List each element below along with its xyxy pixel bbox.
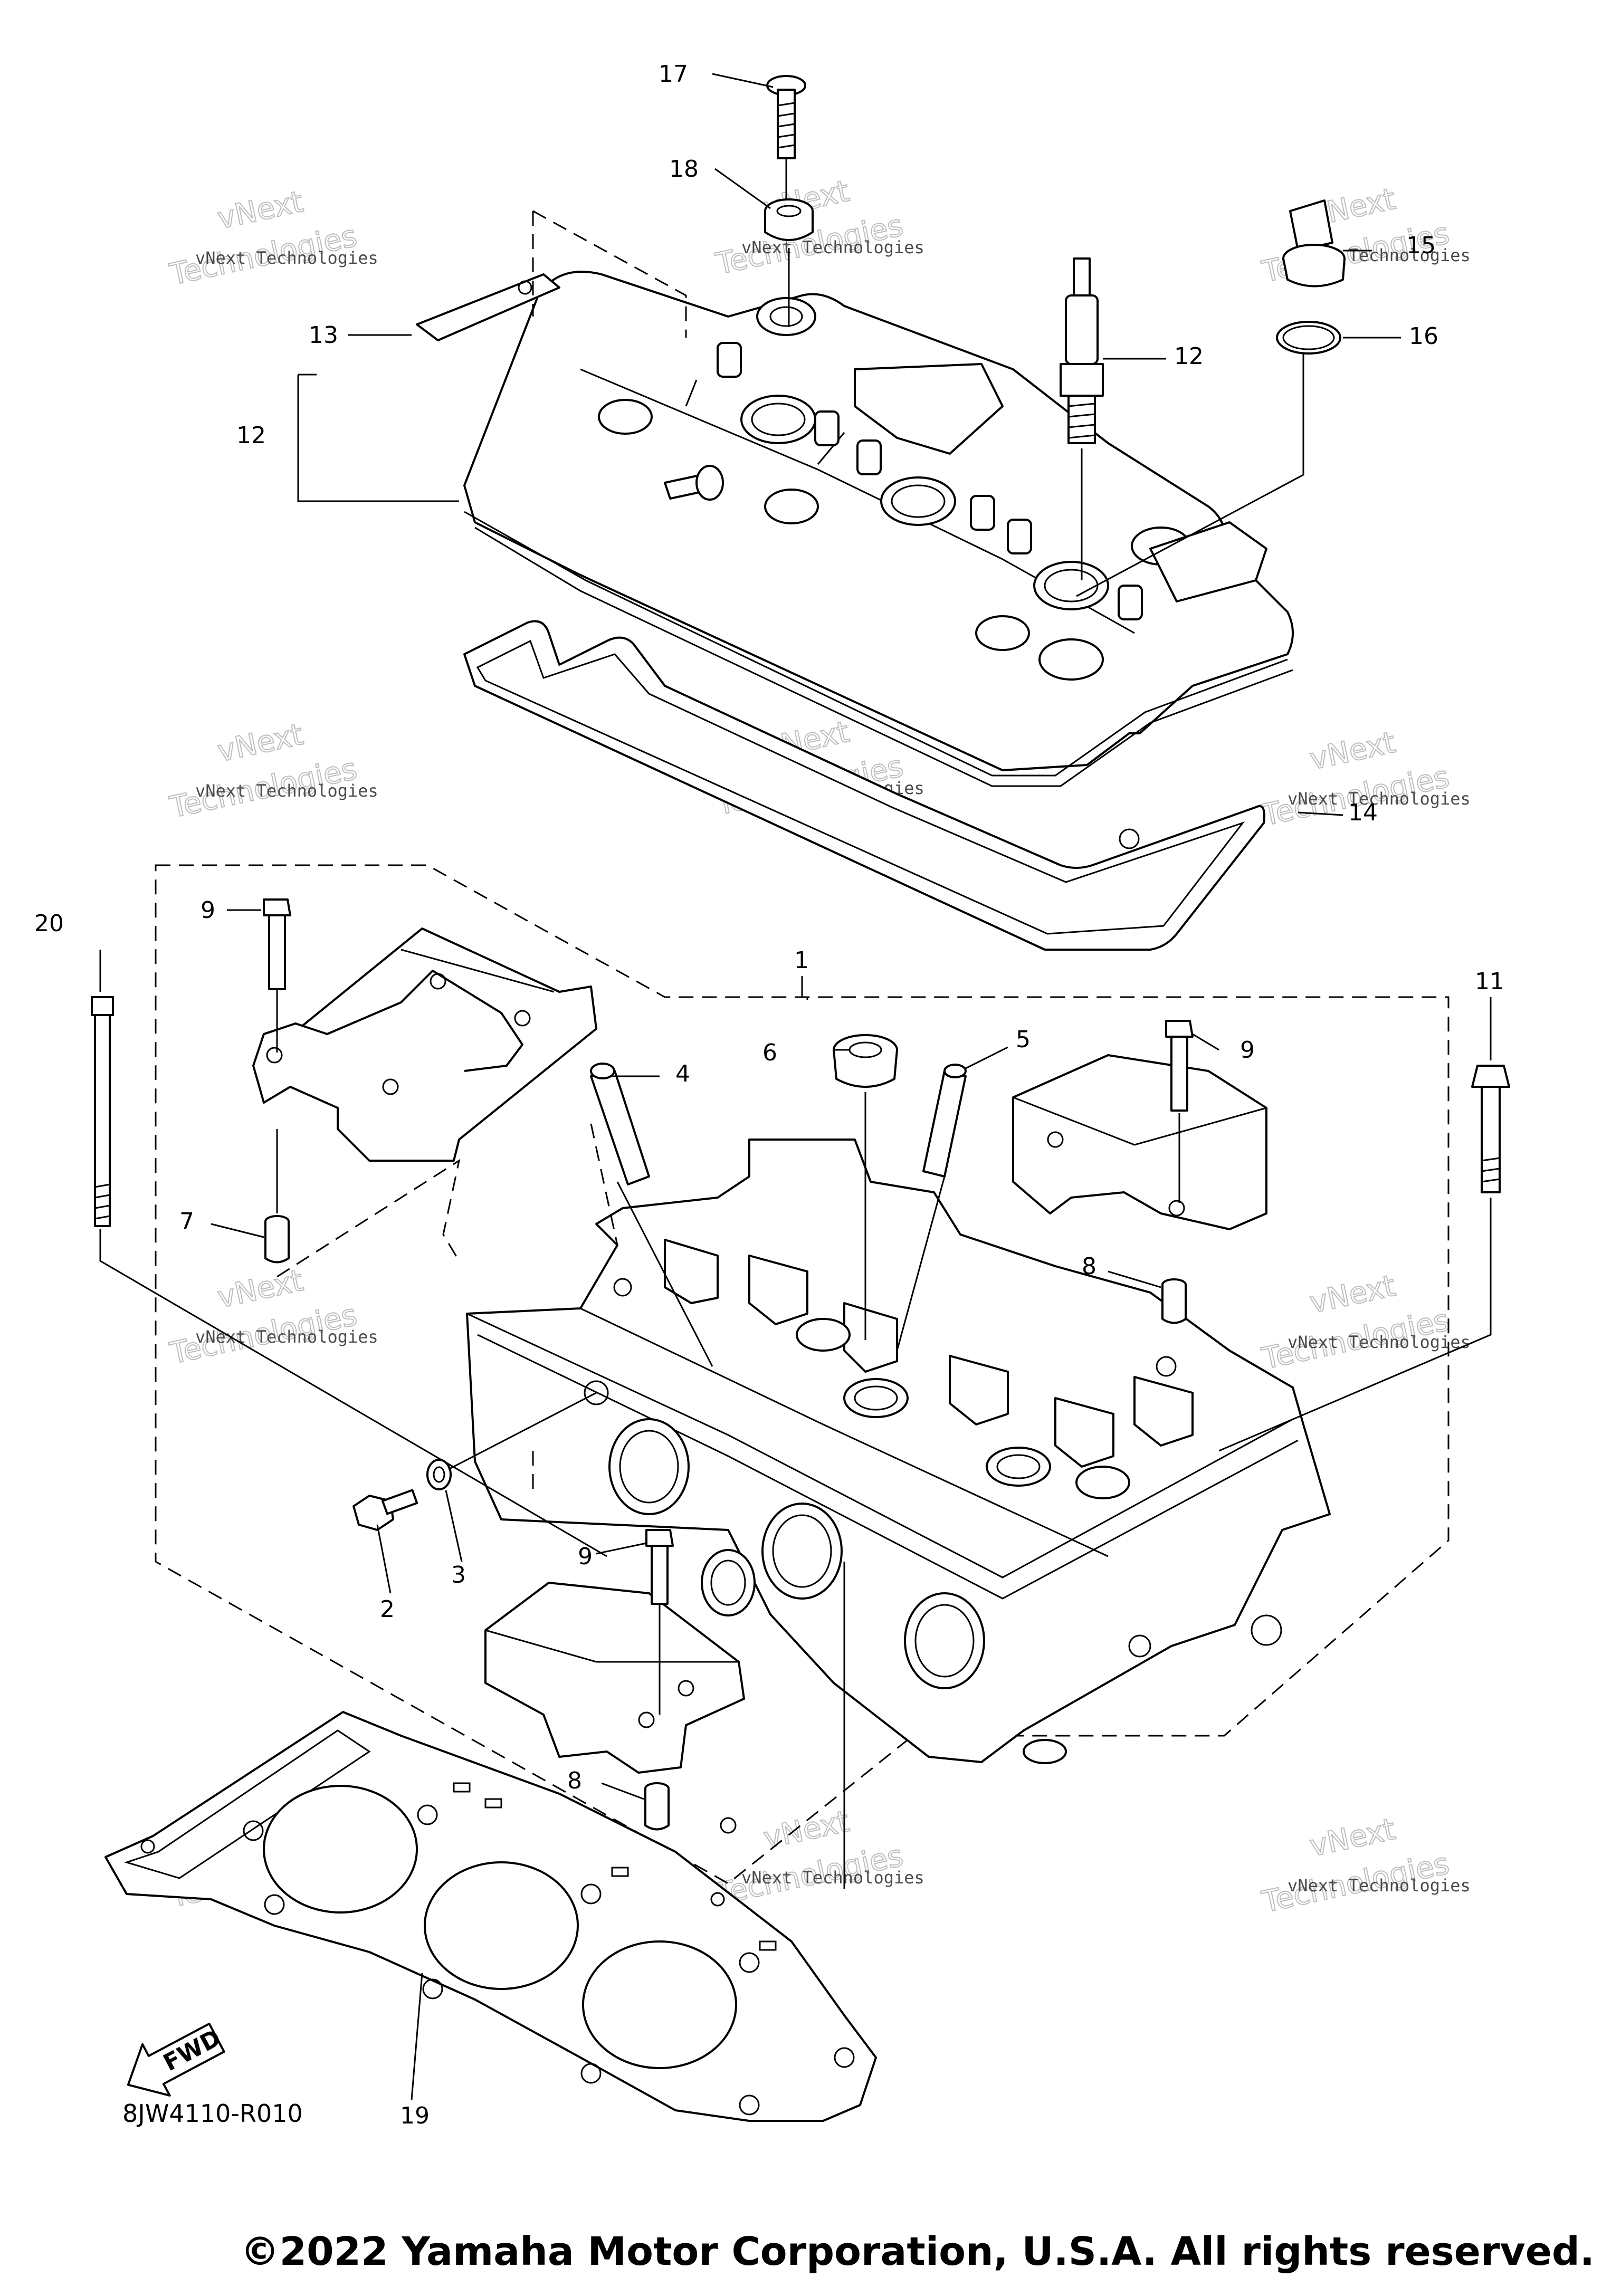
callout-6: 6 <box>762 1039 777 1066</box>
callout-4: 4 <box>675 1060 690 1087</box>
watermark: vNext Technologies vNext Technologies <box>712 1804 924 1912</box>
watermark: vNext Technologies vNext Technologies <box>166 717 378 826</box>
callout-12: 12 <box>236 422 266 449</box>
callout-5: 5 <box>1016 1026 1031 1053</box>
callout-3: 3 <box>451 1562 466 1589</box>
part-18-grommet <box>764 198 814 241</box>
part-8-dowel-lower <box>644 1782 670 1831</box>
part-17-bolt <box>766 75 806 159</box>
watermark: vNext Technologies vNext Technologies <box>1258 1812 1471 1920</box>
part-2-bolt <box>352 1489 418 1531</box>
callout-20: 20 <box>34 910 64 937</box>
callout-9a: 9 <box>201 897 215 924</box>
watermark: vNext Technologies vNext Technologies <box>166 184 378 293</box>
callout-2: 2 <box>380 1596 395 1623</box>
callout-16: 16 <box>1409 323 1438 350</box>
cylinder-head-cover <box>463 271 1294 787</box>
callout-15: 15 <box>1406 232 1436 259</box>
watermark: vNext Technologies vNext Technologies <box>1258 1268 1471 1377</box>
part-11-bolt <box>1471 1065 1510 1193</box>
svg-text:vNext Technologies: vNext Technologies <box>1288 789 1471 809</box>
part-15-oil-cap <box>1282 199 1346 288</box>
part-10-spark-plug <box>1060 257 1104 444</box>
leaders-bottom <box>99 909 1492 2100</box>
part-19-head-gasket <box>104 1711 877 2122</box>
cylinder-head-dashed-box <box>155 864 1450 1884</box>
part-16-o-ring <box>1276 321 1341 355</box>
diagram-code: 8JW4110-R010 <box>122 2099 303 2128</box>
svg-text:vNext Technologies: vNext Technologies <box>741 1868 924 1888</box>
callout-1: 1 <box>794 947 809 974</box>
camshaft-cap-top-left <box>252 927 597 1162</box>
part-3-washer <box>426 1459 452 1490</box>
svg-text:vNext: vNext <box>215 718 307 769</box>
fwd-arrow-icon: FWD <box>127 2022 225 2097</box>
cylinder-head <box>466 1139 1331 1764</box>
copyright-notice: ©2022 Yamaha Motor Corporation, U.S.A. A… <box>240 2229 1595 2274</box>
callout-8b: 8 <box>567 1767 582 1794</box>
callouts: 17 18 15 16 12 13 12 14 20 1 11 9 6 5 9 … <box>34 61 1504 2129</box>
svg-text:vNext Technologies: vNext Technologies <box>195 781 378 801</box>
callout-8a: 8 <box>1082 1253 1096 1280</box>
callout-9b: 9 <box>1240 1037 1255 1064</box>
svg-text:vNext Technologies: vNext Technologies <box>1288 1876 1471 1896</box>
part-13-plate <box>416 273 560 341</box>
svg-text:vNext Technologies: vNext Technologies <box>741 237 924 257</box>
svg-text:vNext: vNext <box>1307 725 1399 777</box>
camshaft-cap-right <box>1012 1054 1267 1230</box>
svg-text:vNext Technologies: vNext Technologies <box>195 1327 378 1347</box>
leaders-top <box>297 73 1401 816</box>
svg-text:vNext: vNext <box>215 1264 307 1315</box>
svg-text:vNext: vNext <box>1307 1812 1399 1864</box>
camshaft-cap-bottom <box>484 1582 745 1774</box>
callout-9c: 9 <box>578 1543 593 1570</box>
callout-7: 7 <box>179 1208 194 1235</box>
callout-19: 19 <box>400 2102 430 2129</box>
callout-18: 18 <box>669 156 699 183</box>
part-8-dowel-upper <box>1161 1278 1187 1324</box>
callout-13: 13 <box>309 322 338 349</box>
callout-17: 17 <box>659 61 688 88</box>
svg-text:vNext: vNext <box>761 1804 853 1856</box>
part-9-bolt-left <box>263 898 291 990</box>
svg-text:vNext Technologies: vNext Technologies <box>195 248 378 268</box>
part-9-bolt-right <box>1165 1020 1194 1112</box>
part-9-bolt-bottom <box>645 1529 674 1605</box>
cylinder-head-cover-gasket <box>463 620 1265 951</box>
part-20-long-bolt <box>91 996 114 1227</box>
part-4-pin <box>590 1063 650 1185</box>
callout-11: 11 <box>1475 968 1504 995</box>
svg-text:vNext: vNext <box>215 185 307 236</box>
part-5-pin <box>922 1064 967 1178</box>
callout-10: 12 <box>1174 343 1204 370</box>
callout-14: 14 <box>1348 799 1378 826</box>
svg-text:vNext: vNext <box>1307 1269 1399 1321</box>
svg-text:vNext Technologies: vNext Technologies <box>1288 1332 1471 1352</box>
part-7-dowel <box>264 1215 290 1264</box>
part-6-seal <box>833 1034 898 1088</box>
